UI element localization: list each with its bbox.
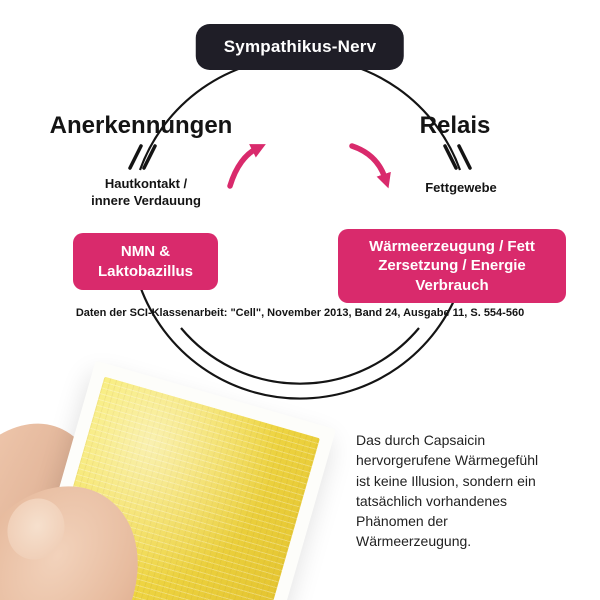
patch-photo [0, 330, 380, 600]
right-box-line2: Zersetzung / Energie [378, 257, 526, 275]
sympathikus-badge: Sympathikus-Nerv [195, 24, 405, 70]
badge-label: Sympathikus-Nerv [223, 37, 377, 56]
break-marks-left [128, 144, 157, 170]
right-subtext: Fettgewebe [425, 180, 497, 195]
left-pink-box: NMN & Laktobazillus [73, 233, 218, 290]
right-pink-box: Wärmeerzeugung / Fett Zersetzung / Energ… [338, 229, 566, 303]
right-heading: Relais [419, 112, 491, 139]
curved-arrow-left-icon [227, 144, 266, 189]
left-box-line1: NMN & [120, 243, 171, 260]
caption-text: Das durch Capsaicin hervorgerufene Wärme… [356, 432, 539, 550]
break-marks-right [443, 144, 472, 170]
right-box-line3: Verbrauch [415, 276, 489, 294]
circle-inner-bottom-arc [180, 327, 420, 385]
left-subtext: Hautkontakt / innere Verdauung [56, 176, 236, 210]
source-note: Daten der SCI-Klassenarbeit: "Cell", Nov… [75, 307, 525, 319]
left-heading: Anerkennungen [49, 112, 233, 139]
left-subtext-line1: Hautkontakt / [104, 176, 188, 191]
left-subtext-line2: innere Verdauung [91, 192, 201, 208]
left-box-line2: Laktobazillus [97, 262, 194, 280]
right-box-line1: Wärmeerzeugung / Fett [369, 237, 535, 255]
circle-bottom-arc [138, 285, 462, 400]
curved-arrow-right-icon [349, 143, 391, 189]
